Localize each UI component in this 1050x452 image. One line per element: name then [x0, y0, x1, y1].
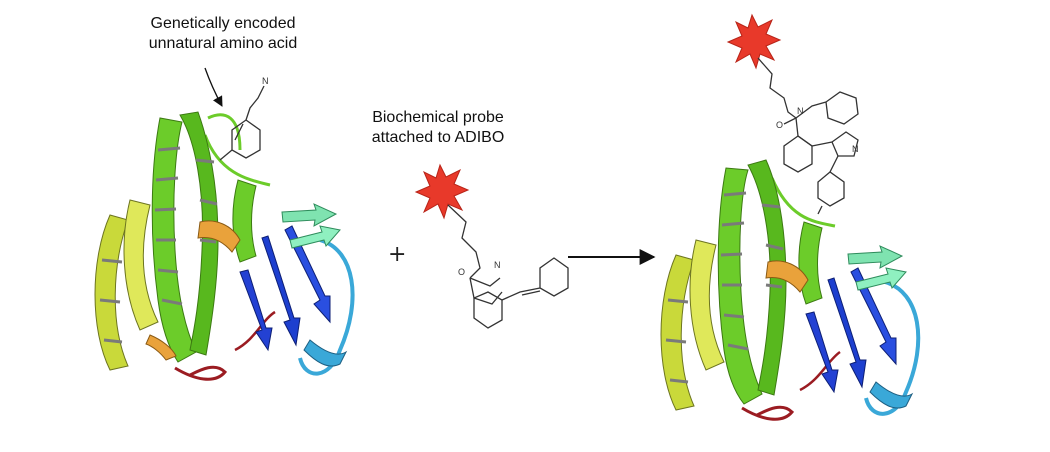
loop-cyan — [298, 238, 355, 376]
loop-cyan-r — [864, 280, 921, 416]
amide-n-label: N — [494, 260, 501, 270]
label-uaa-line2: unnatural amino acid — [148, 35, 298, 52]
triazole-n-label: N — [852, 144, 859, 154]
strand-mint-r — [847, 245, 904, 269]
helix-orange — [197, 220, 241, 253]
helix-cyan — [303, 339, 348, 367]
probe-molecule: O N — [414, 163, 569, 329]
chemical-structure-icon — [219, 85, 265, 161]
strand-mint-b-r — [855, 267, 907, 291]
helix-yellow-b-r — [689, 239, 725, 371]
label-probe-line1: Biochemical probe — [372, 109, 504, 126]
helix-green-c — [232, 179, 257, 263]
loop-dark-red-r2 — [799, 350, 841, 392]
strand-blue-a — [261, 235, 301, 347]
loop-dark-red-2 — [234, 310, 276, 352]
helix-yellow-a-r — [660, 254, 695, 411]
helix-orange-b — [145, 334, 177, 361]
label-uaa-line1: Genetically encoded — [150, 15, 296, 32]
helix-green-b — [179, 111, 219, 356]
azide-atom-label: N — [262, 76, 269, 86]
chemical-structure-icon — [757, 57, 859, 215]
helix-yellow-b — [123, 199, 159, 331]
loop-green-top-r — [770, 177, 836, 228]
helix-orange-r — [765, 260, 809, 293]
label-unnatural-amino-acid: Genetically encoded unnatural amino acid — [118, 14, 328, 54]
carbonyl-o-label: O — [776, 120, 783, 130]
probe-linker — [447, 204, 569, 329]
strand-blue-a-r — [827, 277, 867, 389]
strand-blue-c-r — [805, 311, 839, 394]
carbonyl-o-label: O — [458, 267, 465, 277]
helix-turns-left — [99, 146, 218, 344]
strand-mint — [281, 203, 338, 227]
loop-green-top — [203, 134, 271, 187]
helix-green-c-r — [798, 221, 823, 305]
strand-mint-b — [289, 225, 341, 249]
probe-star-icon — [726, 13, 782, 70]
loop-dark-red — [174, 365, 228, 381]
strand-blue-c — [239, 269, 273, 352]
label-arrow — [204, 67, 223, 107]
plus-operator: + — [388, 242, 407, 267]
protein-right: O N N — [660, 13, 921, 421]
protein-left: N — [94, 67, 355, 381]
label-probe-line2: attached to ADIBO — [371, 129, 505, 146]
helix-green-b-r — [747, 159, 787, 396]
loop-green-link — [207, 113, 242, 151]
loop-dark-red-r — [741, 405, 795, 421]
helix-yellow-a — [94, 214, 129, 371]
probe-star-icon — [414, 163, 470, 220]
label-biochemical-probe: Biochemical probe attached to ADIBO — [348, 108, 528, 148]
amide-n-label: N — [797, 106, 804, 116]
helix-cyan-r — [869, 381, 914, 409]
helix-turns-right — [665, 191, 784, 384]
